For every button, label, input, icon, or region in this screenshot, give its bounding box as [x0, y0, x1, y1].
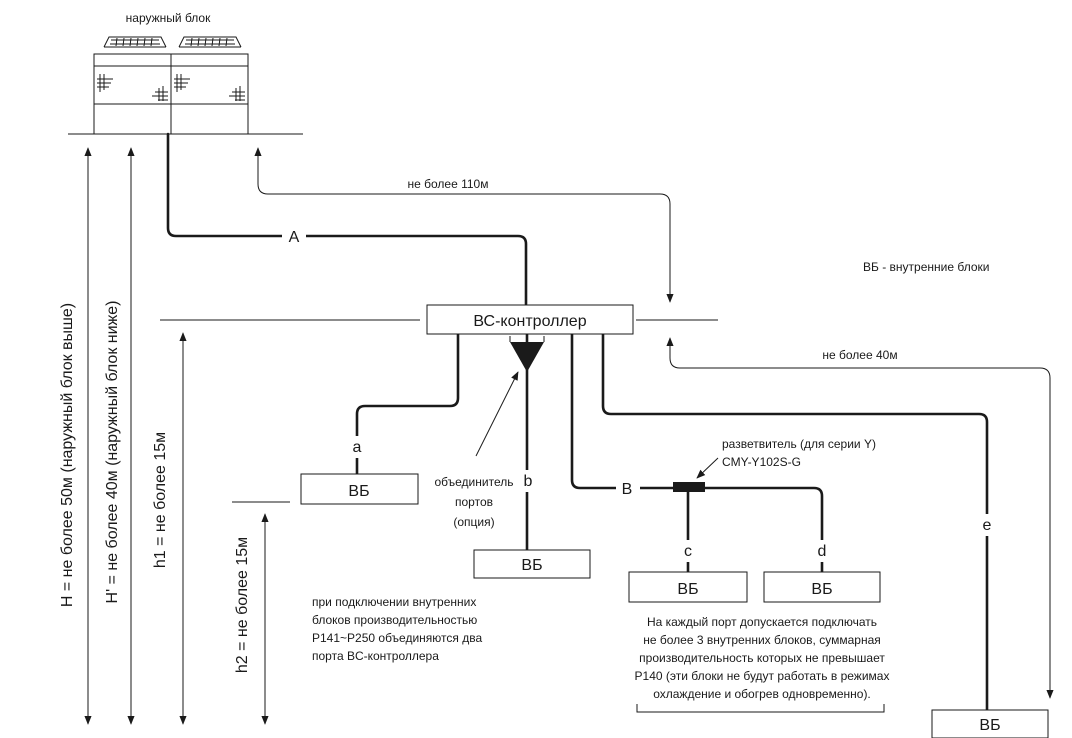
legend-text: ВБ - внутренние блоки	[863, 260, 989, 274]
port-joiner-line: (опция)	[453, 515, 494, 529]
length-110m: не более 110м	[254, 147, 674, 303]
note-left-line: порта BC-контроллера	[312, 649, 439, 663]
dimension-H-label: H = не более 50м (наружный блок выше)	[59, 303, 76, 607]
outdoor-unit-label: наружный блок	[126, 11, 211, 25]
dimension-H: H = не более 50м (наружный блок выше)	[59, 147, 92, 725]
port-joiner-line: объединитель	[435, 475, 514, 489]
note-bracket	[636, 704, 885, 713]
dimension-h1-label: h1 = не более 15м	[152, 432, 169, 568]
dimension-h2-label: h2 = не более 15м	[234, 537, 251, 673]
note-left-line: блоков производительностью	[312, 613, 477, 627]
grille-icon	[97, 74, 245, 101]
pipe-B-label: B	[622, 481, 633, 498]
note-right-line: На каждый порт допускается подключать	[647, 615, 877, 629]
note-left-line: P141~P250 объединяются два	[312, 631, 482, 645]
branch-line: разветвитель (для серии Y)	[722, 437, 876, 451]
dimension-h1: h1 = не более 15м	[152, 319, 420, 725]
port-joiner-line: портов	[455, 495, 493, 509]
indoor-unit: ВБ	[300, 473, 419, 505]
branch-note: разветвитель (для серии Y) CMY-Y102S-G	[722, 437, 876, 469]
bc-controller-label: ВС-контроллер	[473, 313, 586, 330]
length-40m-label: не более 40м	[822, 348, 897, 362]
port-joiner-note: объединитель портов (опция)	[435, 475, 514, 529]
length-40m: не более 40м	[636, 319, 1054, 699]
pipe-a-label: a	[353, 439, 362, 456]
note-left: при подключении внутренних блоков произв…	[312, 595, 482, 663]
bc-controller: ВС-контроллер	[426, 304, 634, 335]
indoor-unit-label: ВБ	[811, 581, 832, 598]
dimension-h2: h2 = не более 15м	[232, 501, 290, 725]
pipe-A	[166, 132, 528, 306]
note-right-line: P140 (эти блоки не будут работать в режи…	[635, 669, 890, 683]
indoor-unit: ВБ	[628, 571, 748, 603]
branch-line: CMY-Y102S-G	[722, 455, 801, 469]
pipe-a	[355, 332, 460, 476]
dimension-H-prime-label: H' = не более 40м (наружный блок ниже)	[104, 301, 121, 604]
indoor-unit-label: ВБ	[677, 581, 698, 598]
pipe-d-label: d	[818, 543, 827, 560]
length-110m-label: не более 110м	[408, 177, 489, 191]
fan-icon	[103, 36, 167, 48]
pipe-b-label: b	[524, 473, 533, 490]
pipe-c-label: c	[684, 543, 692, 560]
note-right-line: охлаждение и обогрев одновременно).	[653, 687, 871, 701]
note-right-line: производительность которых не превышает	[639, 651, 885, 665]
note-left-line: при подключении внутренних	[312, 595, 476, 609]
pipe-B	[570, 332, 690, 490]
outdoor-unit: наружный блок	[93, 11, 249, 135]
port-joiner-icon	[510, 342, 544, 372]
indoor-unit: ВБ	[763, 571, 881, 603]
pipe-A-label: A	[289, 229, 300, 246]
note-right: На каждый порт допускается подключать не…	[635, 615, 890, 701]
indoor-unit-label: ВБ	[521, 557, 542, 574]
indoor-unit: ВБ	[473, 549, 591, 579]
branch-joint-icon	[673, 482, 705, 492]
note-right-line: не более 3 внутренних блоков, суммарная	[643, 633, 881, 647]
indoor-unit: ВБ	[931, 709, 1049, 738]
dimension-H-prime: H' = не более 40м (наружный блок ниже)	[104, 147, 135, 725]
pipe-e	[601, 332, 989, 712]
indoor-unit-label: ВБ	[348, 483, 369, 500]
fan-icon	[178, 36, 242, 48]
pipe-e-label: e	[983, 517, 992, 534]
indoor-unit-label: ВБ	[979, 717, 1000, 734]
